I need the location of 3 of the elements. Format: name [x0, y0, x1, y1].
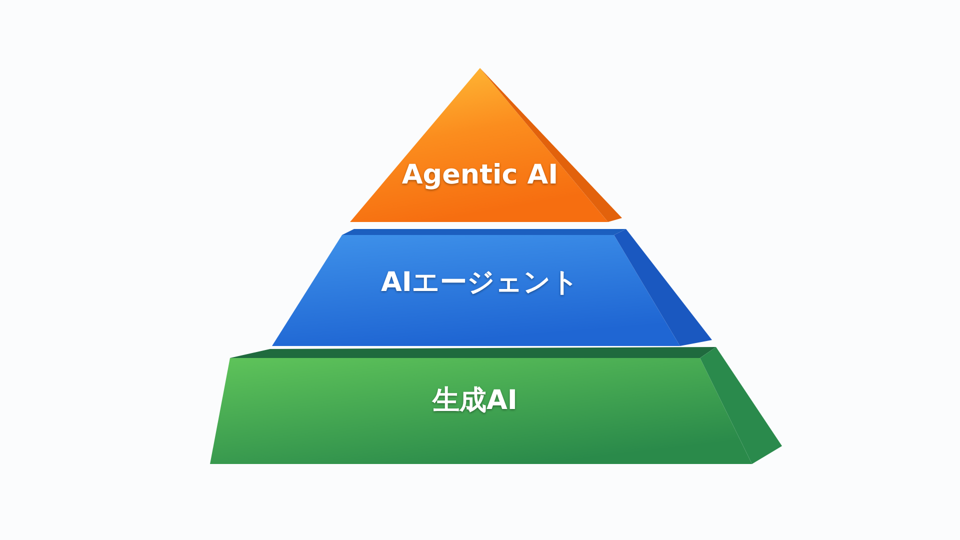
- tier-label: 生成AI: [432, 384, 518, 418]
- tier-label: Agentic AI: [402, 160, 558, 190]
- tier-label: AIエージェント: [381, 266, 579, 300]
